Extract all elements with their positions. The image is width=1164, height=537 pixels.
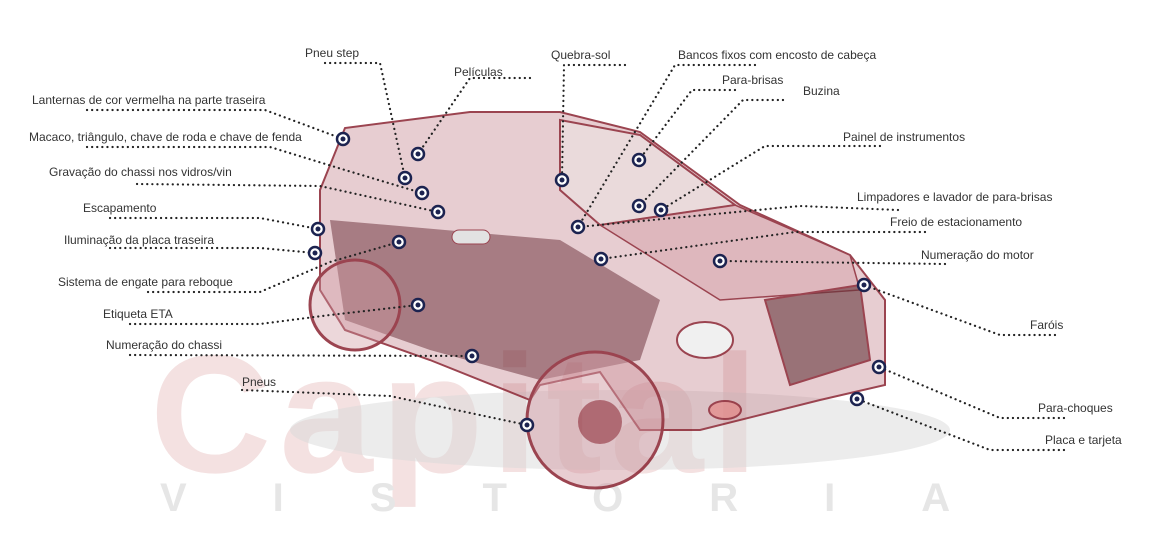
- label-engate: Sistema de engate para reboque: [58, 275, 233, 289]
- label-bancos: Bancos fixos com encosto de cabeça: [678, 48, 877, 62]
- front-hub: [578, 400, 622, 444]
- leader-line-lanternas: [85, 108, 345, 141]
- marker-para-choques-icon[interactable]: [871, 359, 887, 375]
- label-placa: Placa e tarjeta: [1045, 433, 1122, 447]
- marker-macaco-icon[interactable]: [414, 185, 430, 201]
- label-para-brisas: Para-brisas: [722, 73, 784, 87]
- label-limpadores: Limpadores e lavador de para-brisas: [857, 190, 1053, 204]
- grille: [763, 283, 872, 387]
- marker-num-chassi-icon[interactable]: [464, 348, 480, 364]
- label-buzina: Buzina: [803, 84, 840, 98]
- rear-wheel: [308, 258, 402, 352]
- hood: [597, 204, 861, 301]
- leader-line-peliculas: [416, 76, 532, 156]
- leader-line-macaco: [85, 145, 424, 195]
- marker-farois-icon[interactable]: [856, 277, 872, 293]
- label-freio: Freio de estacionamento: [890, 215, 1023, 229]
- headlight: [676, 321, 734, 359]
- leader-line-escapamento: [108, 216, 320, 231]
- leader-line-engate: [146, 240, 401, 294]
- leader-line-pneus: [240, 388, 529, 427]
- label-num-motor: Numeração do motor: [921, 248, 1034, 262]
- label-iluminacao: Iluminação da placa traseira: [64, 233, 215, 247]
- marker-bancos-icon[interactable]: [570, 219, 586, 235]
- leader-line-pneu-step: [323, 61, 407, 180]
- marker-pneus-icon[interactable]: [519, 417, 535, 433]
- fog-light: [708, 400, 742, 420]
- marker-gravacao-icon[interactable]: [430, 204, 446, 220]
- leader-lines: [85, 61, 1066, 452]
- leader-line-num-chassi: [128, 353, 474, 358]
- leader-line-bancos: [576, 63, 757, 229]
- marker-quebra-sol-icon[interactable]: [554, 172, 570, 188]
- car-side-dark: [330, 220, 660, 380]
- label-gravacao: Gravação do chassi nos vidros/vin: [49, 165, 232, 179]
- car-illustration: [290, 111, 950, 490]
- marker-peliculas-icon[interactable]: [410, 146, 426, 162]
- marker-pneu-step-icon[interactable]: [397, 170, 413, 186]
- label-quebra-sol: Quebra-sol: [551, 48, 611, 62]
- label-pneu-step: Pneu step: [305, 46, 360, 60]
- marker-engate-icon[interactable]: [391, 234, 407, 250]
- marker-etiqueta-icon[interactable]: [410, 297, 426, 313]
- leader-line-buzina: [637, 98, 785, 208]
- label-farois: Faróis: [1030, 318, 1064, 332]
- label-lanternas: Lanternas de cor vermelha na parte trase…: [32, 93, 266, 107]
- leader-line-etiqueta: [128, 303, 420, 326]
- marker-num-motor-icon[interactable]: [712, 253, 728, 269]
- leader-line-para-choques: [877, 365, 1066, 420]
- marker-painel-icon[interactable]: [653, 202, 669, 218]
- door-handle: [451, 229, 491, 245]
- leader-line-farois: [862, 283, 1057, 337]
- leader-line-placa: [855, 397, 1066, 452]
- marker-iluminacao-icon[interactable]: [307, 245, 323, 261]
- watermark-subtitle: VISTORIA: [160, 476, 1037, 520]
- label-num-chassi: Numeração do chassi: [106, 338, 223, 352]
- marker-placa-icon[interactable]: [849, 391, 865, 407]
- leader-line-gravacao: [135, 182, 440, 214]
- marker-lanternas-icon[interactable]: [335, 131, 351, 147]
- marker-para-brisas-icon[interactable]: [631, 152, 647, 168]
- marker-freio-icon[interactable]: [593, 251, 609, 267]
- label-para-choques: Para-choques: [1038, 401, 1113, 415]
- leader-line-quebra-sol: [560, 63, 627, 182]
- leader-line-num-motor: [718, 259, 947, 266]
- label-painel: Painel de instrumentos: [843, 130, 966, 144]
- leader-line-para-brisas: [637, 88, 737, 162]
- leader-line-limpadores: [576, 204, 900, 229]
- label-macaco: Macaco, triângulo, chave de roda e chave…: [29, 130, 302, 144]
- label-pneus: Pneus: [242, 375, 277, 389]
- marker-buzina-icon[interactable]: [631, 198, 647, 214]
- label-escapamento: Escapamento: [83, 201, 157, 215]
- car-body: [319, 111, 886, 431]
- marker-escapamento-icon[interactable]: [310, 221, 326, 237]
- markers: [307, 131, 887, 433]
- label-etiqueta: Etiqueta ETA: [103, 307, 173, 321]
- leader-line-iluminacao: [108, 246, 317, 255]
- leader-line-freio: [599, 230, 927, 261]
- label-peliculas: Películas: [454, 65, 503, 79]
